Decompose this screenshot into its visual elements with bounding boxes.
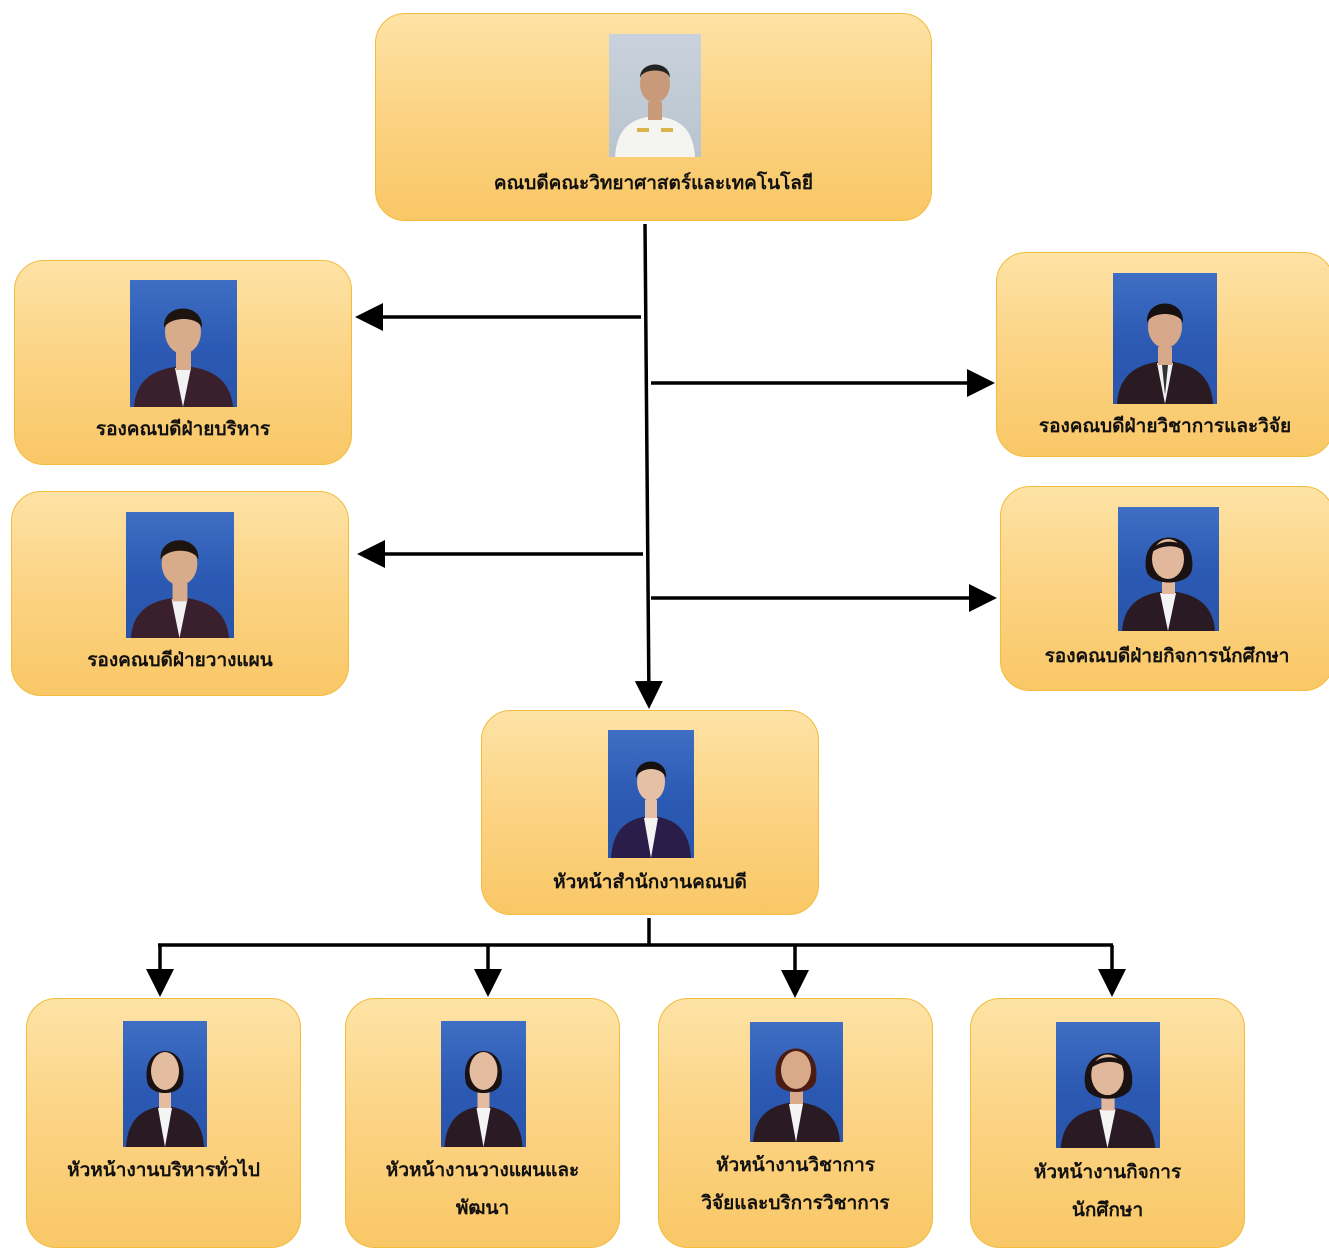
academic-unit-box: หัวหน้างานวิชาการ วิจัยและบริการวิชาการ xyxy=(658,998,933,1248)
student-deputy-title: รองคณบดีฝ่ายกิจการนักศึกษา xyxy=(1044,645,1290,667)
planning-deputy-title: รองคณบดีฝ่ายวางแผน xyxy=(87,649,273,671)
office-head-photo xyxy=(608,730,694,858)
planning-unit-photo xyxy=(441,1021,526,1147)
dean-trunk-line xyxy=(634,223,663,709)
student-deputy-photo xyxy=(1118,507,1219,631)
office-head-box: หัวหน้าสำนักงานคณบดี xyxy=(481,710,819,915)
academic-deputy-title: รองคณบดีฝ่ายวิชาการและวิจัย xyxy=(1038,415,1292,437)
admin-deputy-photo xyxy=(130,280,237,407)
general-unit-photo xyxy=(123,1021,207,1147)
academic-unit-photo xyxy=(750,1022,843,1142)
dean-title: คณบดีคณะวิทยาศาสตร์และเทคโนโลยี xyxy=(493,172,814,194)
planning-unit-title-line1: หัวหน้างานวางแผนและ xyxy=(385,1159,580,1181)
student-unit-photo xyxy=(1056,1022,1160,1148)
academic-unit-title-line2: วิจัยและบริการวิชาการ xyxy=(701,1192,890,1214)
planning-unit-box: หัวหน้างานวางแผนและ พัฒนา xyxy=(345,998,620,1248)
general-unit-box: หัวหน้างานบริหารทั่วไป xyxy=(26,998,301,1248)
admin-deputy-title: รองคณบดีฝ่ายบริหาร xyxy=(95,418,271,440)
academic-unit-title-line1: หัวหน้างานวิชาการ xyxy=(716,1154,875,1176)
academic-deputy-photo xyxy=(1113,273,1217,404)
academic-deputy-box: รองคณบดีฝ่ายวิชาการและวิจัย xyxy=(996,252,1329,457)
planning-deputy-photo xyxy=(126,512,234,638)
planning-unit-title-line2: พัฒนา xyxy=(455,1197,510,1219)
planning-deputy-box: รองคณบดีฝ่ายวางแผน xyxy=(11,491,349,696)
dean-photo xyxy=(609,34,701,157)
student-unit-title-line2: นักศึกษา xyxy=(1071,1199,1144,1221)
dean-box: คณบดีคณะวิทยาศาสตร์และเทคโนโลยี xyxy=(375,13,932,221)
student-deputy-box: รองคณบดีฝ่ายกิจการนักศึกษา xyxy=(1000,486,1329,691)
admin-deputy-box: รองคณบดีฝ่ายบริหาร xyxy=(14,260,352,465)
office-head-title: หัวหน้าสำนักงานคณบดี xyxy=(553,871,747,893)
general-unit-title: หัวหน้างานบริหารทั่วไป xyxy=(67,1159,260,1181)
student-unit-box: หัวหน้างานกิจการ นักศึกษา xyxy=(970,998,1245,1248)
student-unit-title-line1: หัวหน้างานกิจการ xyxy=(1033,1161,1182,1183)
